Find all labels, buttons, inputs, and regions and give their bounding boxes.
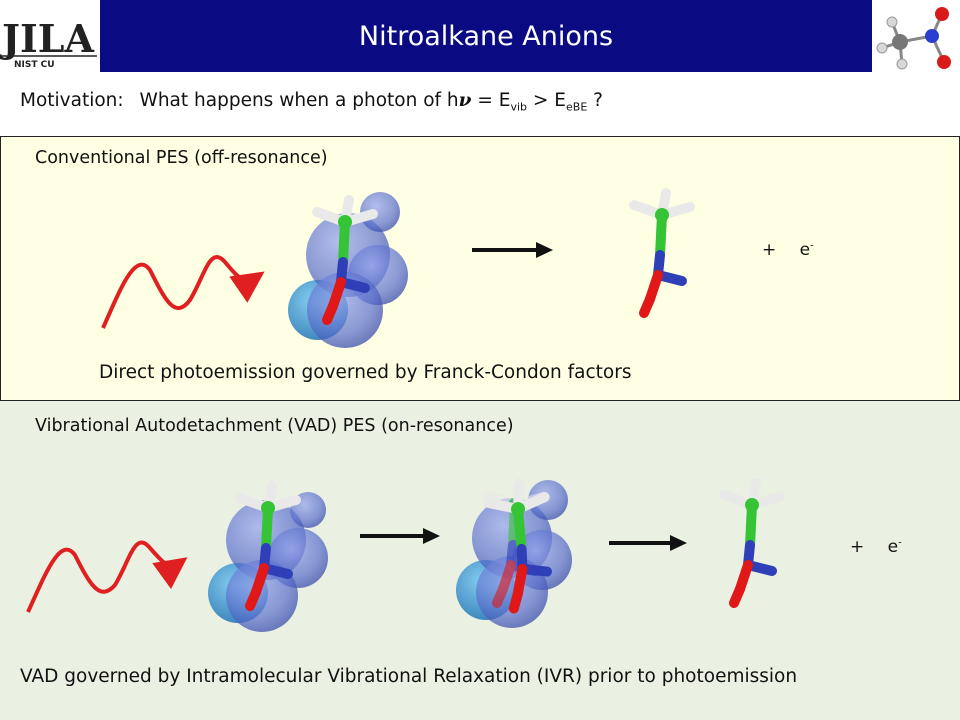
jila-logo: JILA NIST CU	[0, 0, 100, 72]
neutral-molecule-vad	[724, 483, 780, 603]
anion-with-electron-cloud	[288, 192, 408, 348]
plus-sign: +	[762, 240, 777, 260]
title-bar: Nitroalkane Anions	[100, 0, 872, 72]
jila-logo-text: JILA	[0, 16, 94, 61]
slide-title: Nitroalkane Anions	[358, 20, 614, 52]
motivation-question-start: What happens when a photon of h	[139, 90, 459, 111]
conventional-pes-title: Conventional PES (off-resonance)	[35, 148, 328, 168]
question-mark: ?	[593, 90, 603, 111]
photon-wave-icon	[101, 255, 265, 329]
photon-wave-icon-vad	[26, 540, 188, 613]
products-vad: + e-	[850, 537, 902, 557]
neutral-molecule	[634, 193, 690, 313]
vad-pes-title: Vibrational Autodetachment (VAD) PES (on…	[35, 416, 514, 436]
products-conventional: + e-	[762, 240, 814, 260]
nu-symbol: ν	[458, 90, 472, 111]
equals-e: = E	[477, 90, 511, 111]
electron-charge-vad: -	[898, 537, 902, 549]
vad-pes-caption: VAD governed by Intramolecular Vibration…	[20, 666, 798, 687]
jila-logo-graphic: JILA NIST CU	[0, 16, 97, 70]
ebe-subscript: eBE	[566, 100, 588, 114]
electron-symbol-vad: e	[887, 537, 899, 557]
plus-sign-vad: +	[850, 537, 865, 557]
greater-than-e: > E	[532, 90, 566, 111]
conventional-pes-caption: Direct photoemission governed by Franck-…	[99, 362, 632, 383]
motivation-lead: Motivation:	[20, 90, 124, 111]
electron-charge: -	[810, 240, 814, 252]
jila-logo-subtext: NIST CU	[14, 60, 55, 70]
vib-subscript: vib	[510, 100, 528, 114]
motivation-line: Motivation: What happens when a photon o…	[20, 90, 603, 114]
nitromethane-ball-stick-icon	[872, 0, 960, 72]
vibrationally-excited-anion	[456, 480, 572, 628]
electron-symbol: e	[799, 240, 811, 260]
conventional-pes-panel	[0, 136, 960, 401]
anion-with-electron-cloud-vad	[208, 486, 328, 632]
